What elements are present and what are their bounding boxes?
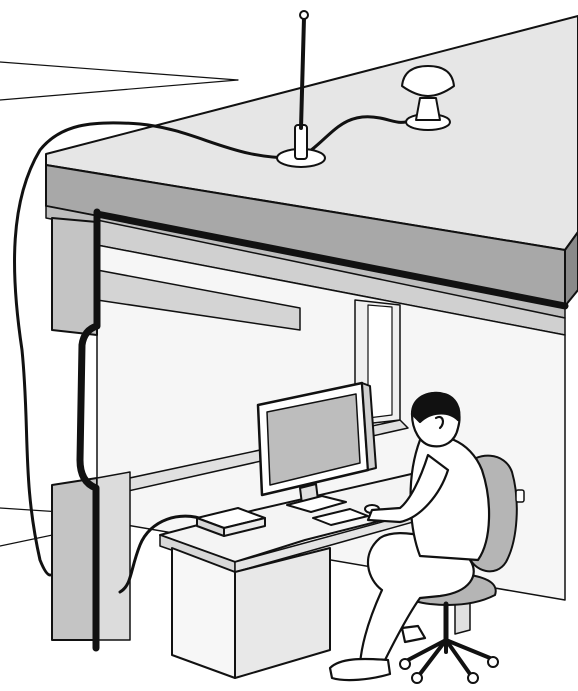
gps-dome xyxy=(401,65,455,97)
coax-cable-fascia xyxy=(93,210,569,310)
person-shoe-back xyxy=(400,624,427,644)
gps-stem xyxy=(415,97,441,121)
antenna-mount xyxy=(294,124,308,160)
chair-armrest-knob xyxy=(515,489,525,503)
desk-pedestal-side xyxy=(234,547,331,679)
person-ear xyxy=(434,415,445,430)
pillar-lower xyxy=(51,477,98,641)
receiver-box-icon xyxy=(196,507,266,537)
person-hair xyxy=(410,391,461,424)
thin-cable-loop xyxy=(13,121,302,577)
receiver-side xyxy=(223,517,266,537)
person-shoe xyxy=(328,657,392,682)
roof-side xyxy=(564,231,578,307)
whip-antenna-icon xyxy=(276,10,326,168)
monitor-screen xyxy=(266,393,361,486)
receiver-cable xyxy=(118,514,207,594)
person-at-desk-icon xyxy=(328,391,491,682)
callout-leader-top xyxy=(0,61,239,101)
coax-cable-main xyxy=(76,208,101,652)
antenna-mast xyxy=(299,16,306,130)
desk-pedestal-front xyxy=(171,547,236,679)
antenna-tip xyxy=(299,10,309,20)
pillar-upper xyxy=(51,217,98,336)
keyboard xyxy=(312,508,369,526)
monitor-back xyxy=(361,382,377,471)
gps-cable xyxy=(298,115,414,160)
monitor-stand-base xyxy=(286,495,347,513)
chair-base xyxy=(399,638,499,684)
computer-monitor-icon xyxy=(256,381,377,513)
pillar-lower-face xyxy=(96,471,131,641)
gps-dome-antenna-icon xyxy=(401,65,455,131)
wall-opening-inner xyxy=(367,304,393,419)
person-arm xyxy=(366,453,450,524)
